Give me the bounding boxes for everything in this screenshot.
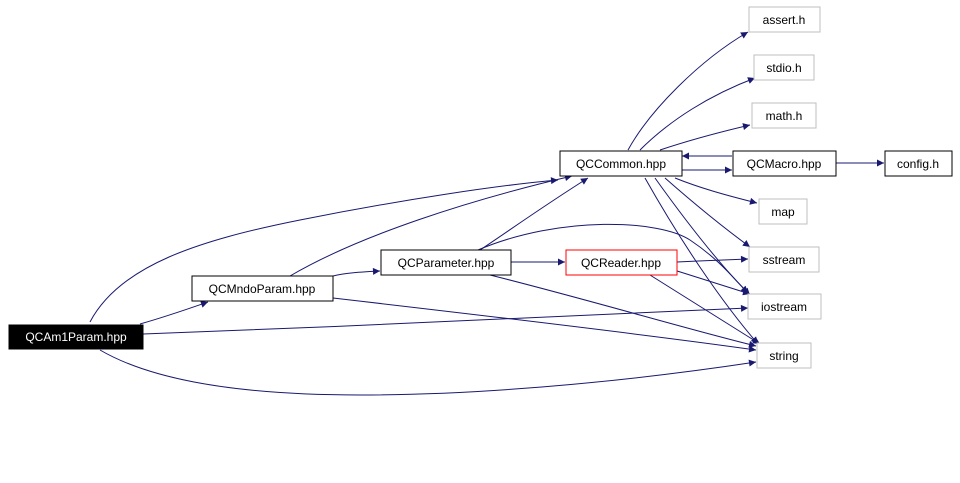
edge-qccommon-to-stdio xyxy=(639,77,756,151)
node-label: QCMacro.hpp xyxy=(747,157,822,171)
edge-qcam1param-to-string xyxy=(99,349,757,396)
node-qcam1param[interactable]: QCAm1Param.hpp xyxy=(8,324,144,350)
edge-qcmndoparam-to-qccommon xyxy=(289,174,573,277)
edge-qccommon-to-iostream xyxy=(654,177,751,296)
node-assert[interactable]: assert.h xyxy=(748,6,821,33)
node-stdio[interactable]: stdio.h xyxy=(753,54,815,81)
nodes: QCAm1Param.hpp QCMndoParam.hpp QCParamet… xyxy=(8,6,953,369)
node-label: string xyxy=(769,349,798,363)
node-label: QCCommon.hpp xyxy=(576,157,666,171)
edge-qcparameter-to-string xyxy=(489,274,757,348)
node-string[interactable]: string xyxy=(756,342,812,369)
node-label: QCAm1Param.hpp xyxy=(25,330,127,344)
node-label: QCMndoParam.hpp xyxy=(209,282,316,296)
edges xyxy=(89,31,884,396)
node-qcparameter[interactable]: QCParameter.hpp xyxy=(380,249,512,276)
node-math[interactable]: math.h xyxy=(751,102,817,129)
node-label: math.h xyxy=(766,109,803,123)
node-qccommon[interactable]: QCCommon.hpp xyxy=(559,150,683,177)
node-label: iostream xyxy=(761,300,807,314)
node-map[interactable]: map xyxy=(758,198,808,225)
node-label: map xyxy=(771,205,795,219)
node-label: QCParameter.hpp xyxy=(398,256,495,270)
edge-qcam1param-to-qccommon xyxy=(89,177,559,323)
edge-qcmndoparam-to-string xyxy=(332,297,757,353)
edge-qcam1param-to-qcmndoparam xyxy=(139,300,209,325)
edge-qcreader-to-sstream xyxy=(676,255,749,263)
edge-qccommon-to-map xyxy=(674,177,758,205)
edge-qccommon-to-string xyxy=(644,177,759,345)
edge-qcreader-to-string xyxy=(649,274,761,345)
edge-qcreader-to-iostream xyxy=(673,269,751,296)
node-qcreader[interactable]: QCReader.hpp xyxy=(565,249,678,276)
node-config[interactable]: config.h xyxy=(884,150,953,177)
edge-qcparameter-to-qccommon xyxy=(479,177,589,251)
edge-qccommon-to-math xyxy=(659,123,751,151)
edge-qccommon-to-sstream xyxy=(664,177,751,248)
node-label: sstream xyxy=(763,253,806,267)
node-qcmndoparam[interactable]: QCMndoParam.hpp xyxy=(191,275,334,302)
edge-qcam1param-to-iostream xyxy=(142,304,749,335)
node-label: QCReader.hpp xyxy=(581,256,661,270)
node-iostream[interactable]: iostream xyxy=(747,293,822,320)
node-sstream[interactable]: sstream xyxy=(748,246,820,273)
edge-qcmndoparam-to-qcparameter xyxy=(332,267,381,277)
node-qcmacro[interactable]: QCMacro.hpp xyxy=(732,150,837,177)
edge-qccommon-to-assert xyxy=(627,31,749,151)
node-label: config.h xyxy=(897,157,939,171)
node-label: stdio.h xyxy=(766,61,801,75)
node-label: assert.h xyxy=(763,13,806,27)
